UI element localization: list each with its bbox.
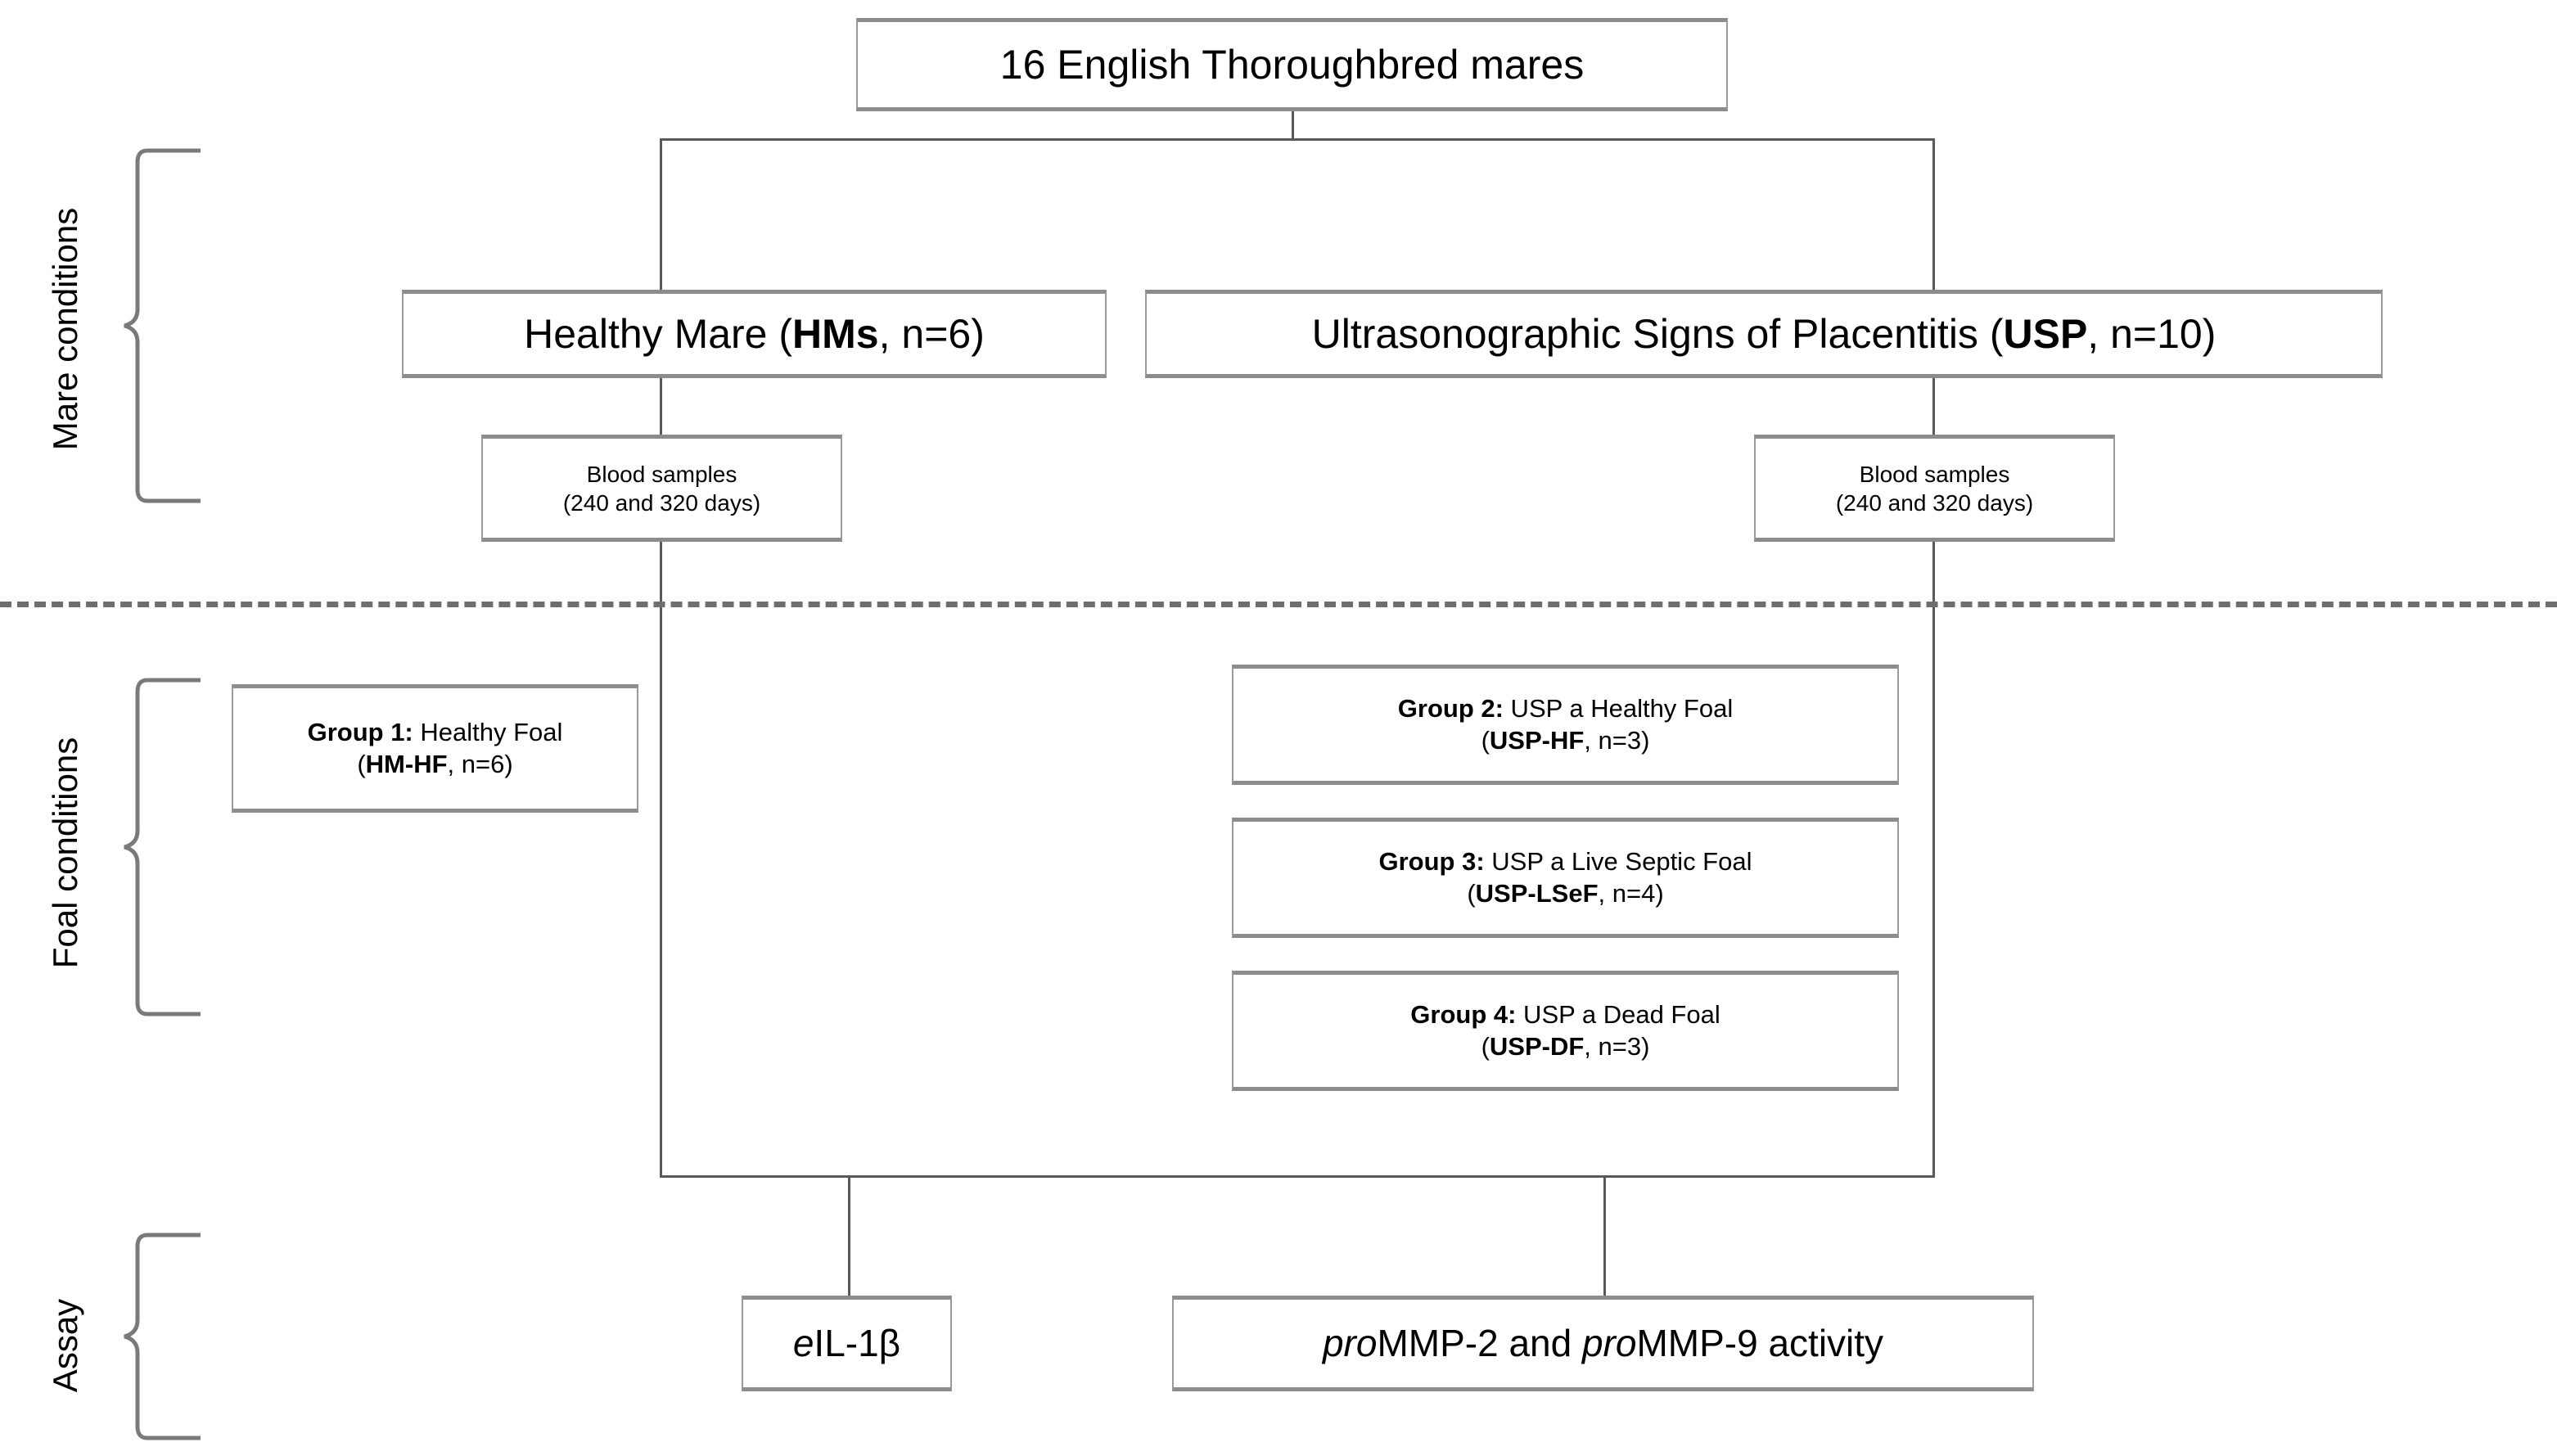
node-group-2: Group 2: USP a Healthy Foal (USP-HF, n=3… xyxy=(1232,665,1899,785)
assay-il1b-italic: e xyxy=(792,1321,814,1364)
section-label-foal-text: Foal conditions xyxy=(46,737,84,969)
blood-left-line1: Blood samples xyxy=(586,461,737,487)
node-group-1: Group 1: Healthy Foal (HM-HF, n=6) xyxy=(232,684,638,813)
section-label-assay-text: Assay xyxy=(46,1298,84,1393)
connector-usp-to-blood xyxy=(1932,378,1935,444)
usp-mare-suffix: , n=10) xyxy=(2087,310,2217,357)
node-blood-samples-left: Blood samples (240 and 320 days) xyxy=(481,435,842,542)
node-blood-samples-right: Blood samples (240 and 320 days) xyxy=(1754,435,2115,542)
group-3-label: Group 3: xyxy=(1378,846,1485,876)
connector-distribution-bar xyxy=(660,138,1935,141)
node-healthy-mare-label: Healthy Mare (HMs, n=6) xyxy=(404,309,1105,360)
group-4-name: USP a Dead Foal xyxy=(1516,999,1720,1029)
brace-foal-conditions xyxy=(124,678,201,1016)
node-assay-il1b: eIL-1β xyxy=(742,1296,952,1391)
connector-healthy-to-blood xyxy=(660,378,662,444)
group-4-label: Group 4: xyxy=(1410,999,1517,1029)
node-title-label: 16 English Thoroughbred mares xyxy=(999,41,1585,88)
node-healthy-mare: Healthy Mare (HMs, n=6) xyxy=(402,290,1107,378)
node-usp-mare-label: Ultrasonographic Signs of Placentitis (U… xyxy=(1147,309,2381,360)
group-2-code-open: ( xyxy=(1481,725,1490,755)
usp-mare-prefix: Ultrasonographic Signs of Placentitis ( xyxy=(1311,310,2004,357)
blood-left-line2: (240 and 320 days) xyxy=(562,489,761,516)
group-1-code-open: ( xyxy=(357,749,366,778)
healthy-mare-suffix: , n=6) xyxy=(878,310,985,357)
brace-assay xyxy=(124,1233,201,1440)
brace-mare-conditions xyxy=(124,148,201,503)
connector-title-stem xyxy=(1292,111,1294,141)
usp-mare-code: USP xyxy=(2003,310,2088,357)
group-4-code: USP-DF xyxy=(1489,1031,1585,1061)
connector-drop-healthy-mare xyxy=(660,138,662,290)
connector-left-spine xyxy=(660,542,662,1178)
healthy-mare-code: HMs xyxy=(792,310,879,357)
section-divider-dashed xyxy=(0,602,2557,607)
assay-mmp-italic-2: pro xyxy=(1581,1321,1637,1364)
blood-right-line1: Blood samples xyxy=(1859,461,2010,487)
group-1-code-rest: , n=6) xyxy=(447,749,513,778)
connector-drop-usp-mare xyxy=(1932,138,1935,290)
group-3-code-open: ( xyxy=(1467,878,1476,908)
group-3-code: USP-LSeF xyxy=(1475,878,1599,908)
connector-right-spine xyxy=(1932,542,1935,1178)
section-label-mare-text: Mare conditions xyxy=(46,207,84,451)
assay-mmp-rest-1: MMP-2 and xyxy=(1377,1321,1582,1364)
group-4-code-rest: , n=3) xyxy=(1584,1031,1650,1061)
assay-mmp-italic-1: pro xyxy=(1322,1321,1378,1364)
group-4-code-open: ( xyxy=(1481,1031,1490,1061)
connector-drop-mmp xyxy=(1603,1175,1606,1296)
node-assay-mmp: proMMP-2 and proMMP-9 activity xyxy=(1172,1296,2034,1391)
assay-il1b-rest: IL-1β xyxy=(814,1321,901,1364)
group-1-code: HM-HF xyxy=(365,749,448,778)
section-label-assay: Assay xyxy=(46,1116,85,1456)
healthy-mare-prefix: Healthy Mare ( xyxy=(524,310,793,357)
node-group-3: Group 3: USP a Live Septic Foal (USP-LSe… xyxy=(1232,818,1899,938)
group-2-name: USP a Healthy Foal xyxy=(1503,693,1734,723)
group-2-code-rest: , n=3) xyxy=(1584,725,1650,755)
node-title-box: 16 English Thoroughbred mares xyxy=(856,18,1728,111)
group-2-code: USP-HF xyxy=(1489,725,1585,755)
node-usp-mare: Ultrasonographic Signs of Placentitis (U… xyxy=(1145,290,2383,378)
group-1-name: Healthy Foal xyxy=(413,717,563,746)
connector-assay-bar xyxy=(660,1175,1935,1178)
connector-drop-il1b xyxy=(848,1175,850,1296)
group-2-label: Group 2: xyxy=(1397,693,1504,723)
group-3-code-rest: , n=4) xyxy=(1598,878,1664,908)
group-3-name: USP a Live Septic Foal xyxy=(1484,846,1752,876)
assay-mmp-rest-2: MMP-9 activity xyxy=(1636,1321,1884,1364)
node-group-4: Group 4: USP a Dead Foal (USP-DF, n=3) xyxy=(1232,971,1899,1091)
blood-right-line2: (240 and 320 days) xyxy=(1835,489,2034,516)
section-label-mare-conditions: Mare conditions xyxy=(46,100,85,558)
group-1-label: Group 1: xyxy=(307,717,413,746)
section-label-foal-conditions: Foal conditions xyxy=(46,624,85,1082)
